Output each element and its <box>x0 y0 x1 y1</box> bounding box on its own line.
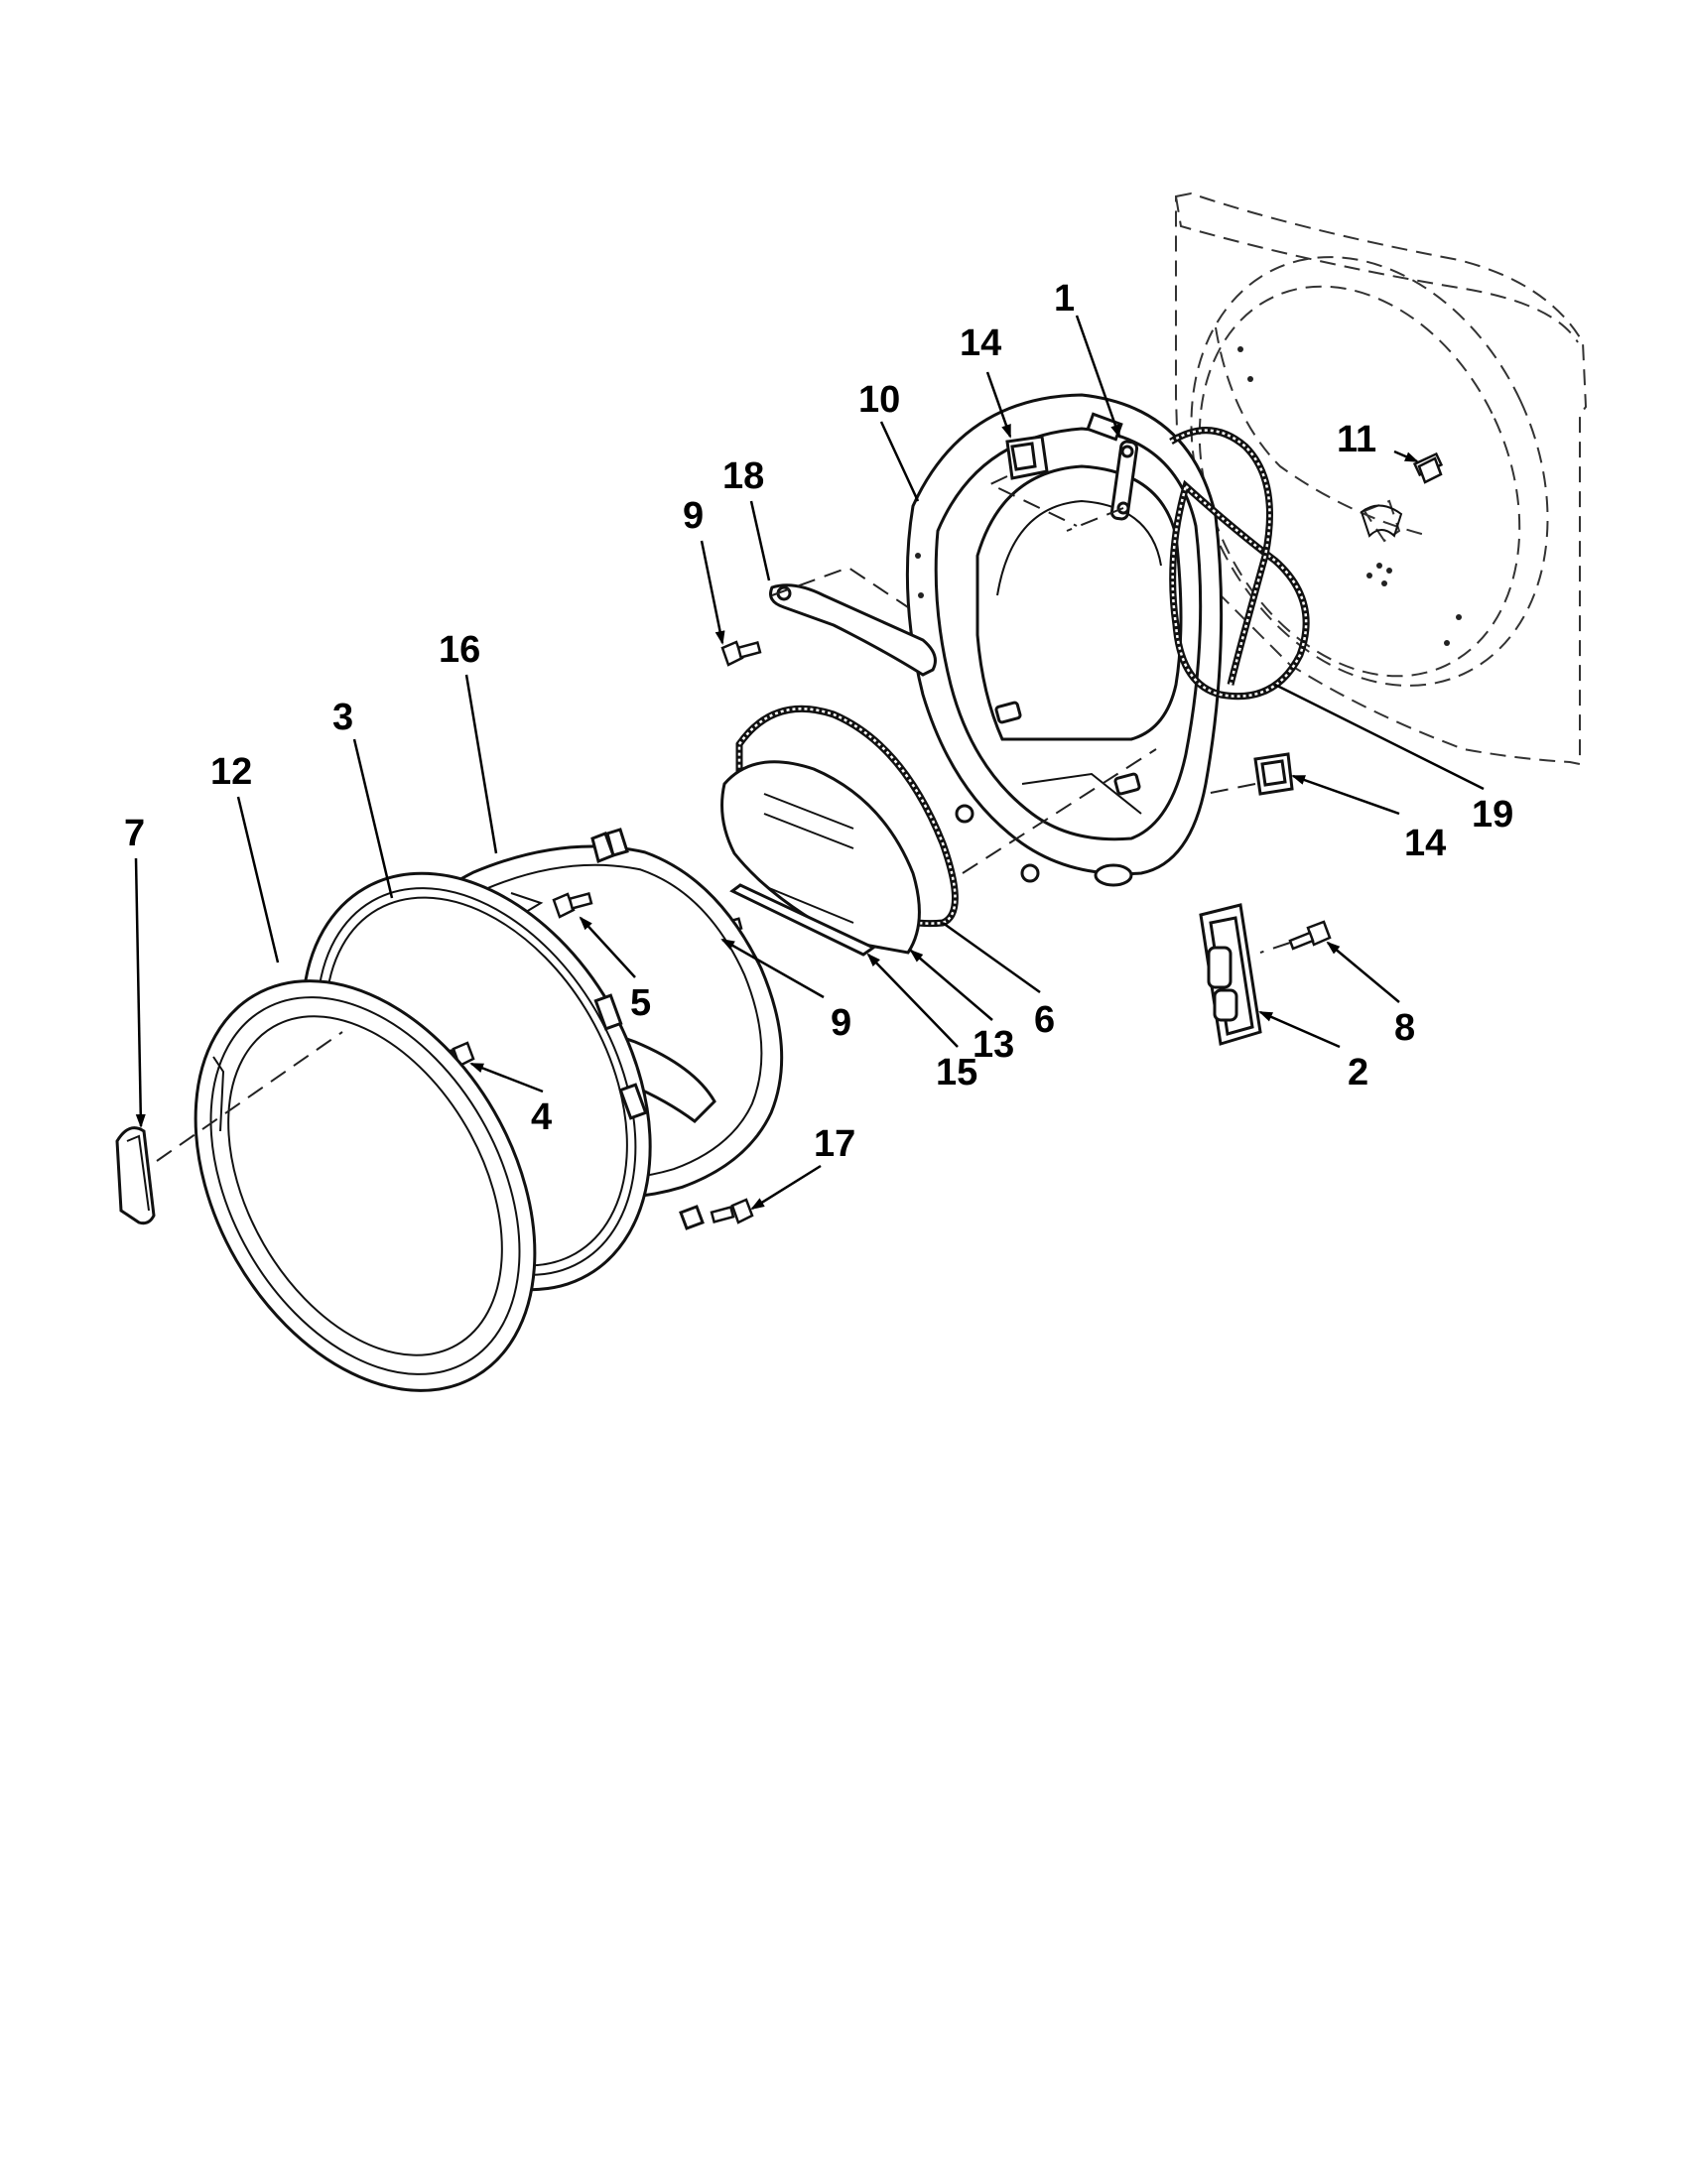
callout-1: 1 <box>1054 278 1075 320</box>
callout-7: 7 <box>124 813 145 854</box>
part-9-screw-upper <box>720 640 762 667</box>
part-2-hinge <box>1199 903 1262 1046</box>
part-10-inner-door-frame <box>905 393 1224 887</box>
callout-17: 17 <box>814 1123 855 1165</box>
callout-11: 11 <box>1337 419 1376 460</box>
part-13-door-glass <box>720 760 921 955</box>
callout-6: 6 <box>1034 999 1055 1041</box>
callout-9-upper: 9 <box>683 495 704 537</box>
part-11-screw <box>1412 451 1444 484</box>
callout-13: 13 <box>973 1024 1014 1066</box>
callout-5: 5 <box>630 982 651 1024</box>
part-14-latch-block-lower <box>1253 752 1294 796</box>
cabinet-front-panel <box>1175 192 1588 766</box>
part-18-hinge-strap <box>769 583 937 677</box>
assembly-lines <box>156 475 1291 1162</box>
part-7-door-handle <box>115 1126 156 1225</box>
callout-12: 12 <box>210 751 252 793</box>
leader-lines <box>134 315 1485 1211</box>
callout-4: 4 <box>531 1096 552 1138</box>
callout-8: 8 <box>1394 1007 1415 1049</box>
callout-18: 18 <box>722 455 764 497</box>
callout-3: 3 <box>332 697 353 738</box>
part-15-trim-strip <box>729 883 876 957</box>
callout-2: 2 <box>1348 1052 1368 1093</box>
part-8-screw <box>1288 920 1332 951</box>
callout-14-lower: 14 <box>1404 823 1446 864</box>
callout-labels: 1 14 10 11 18 9 16 3 12 7 19 14 5 9 13 6… <box>124 278 1513 1165</box>
part-5-screw <box>552 892 593 919</box>
callout-19: 19 <box>1472 794 1513 835</box>
callout-14-top: 14 <box>960 322 1001 364</box>
part-19-door-gasket <box>1169 427 1310 701</box>
part-17-screw <box>710 1198 754 1224</box>
callout-15: 15 <box>936 1052 977 1093</box>
part-14-latch-block-top <box>1005 435 1049 480</box>
part-12-door-front-ring <box>194 979 537 1392</box>
callout-10: 10 <box>858 379 900 421</box>
callout-9-lower: 9 <box>831 1002 851 1044</box>
callout-16: 16 <box>439 629 480 671</box>
part-1-bracket <box>1109 440 1139 521</box>
